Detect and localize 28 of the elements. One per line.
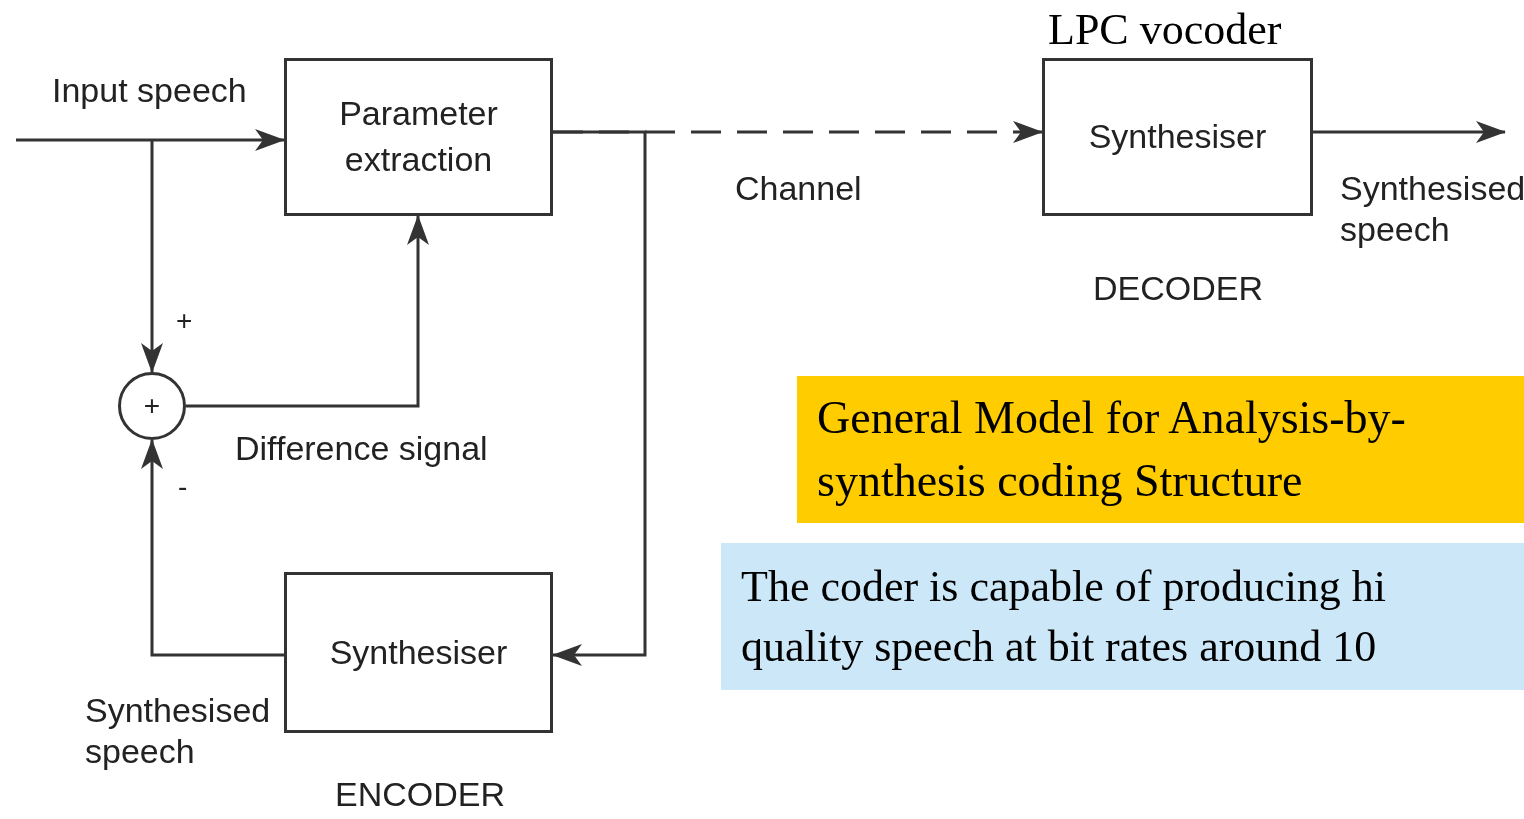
note-panel (797, 376, 1524, 523)
node-label: Synthesiser (1088, 116, 1267, 158)
note-text: General Model for Analysis-by-synthesis coding Structure (817, 391, 1407, 508)
section-label: DECODER (1093, 268, 1264, 309)
arrow (186, 215, 429, 408)
edge-label: Synthesised speech (85, 690, 272, 772)
edge-label: Difference signal (235, 428, 489, 469)
arrow (16, 129, 285, 151)
node-label: + (143, 389, 161, 424)
process-box (284, 58, 553, 216)
process-box (284, 572, 553, 733)
node-label: Parameter extraction (338, 93, 499, 180)
note-panel (721, 543, 1524, 690)
summing-junction (118, 372, 186, 440)
edge-label: Synthesised speech (1340, 168, 1524, 250)
edge-label: Channel (735, 168, 863, 209)
arrow (141, 439, 284, 657)
arrow (1313, 121, 1506, 143)
process-box (1042, 58, 1313, 216)
edge-label: Input speech (52, 70, 248, 111)
arrow (552, 130, 647, 666)
section-label: ENCODER (335, 774, 506, 815)
arrow (141, 140, 163, 373)
node-label: Synthesiser (329, 631, 508, 673)
sign-label: + (176, 304, 193, 338)
note-text: The coder is capable of producing hi quality speech at bit rates around 10 (741, 561, 1388, 673)
diagram-title: LPC vocoder (1048, 4, 1282, 56)
sign-label: - (178, 470, 188, 504)
